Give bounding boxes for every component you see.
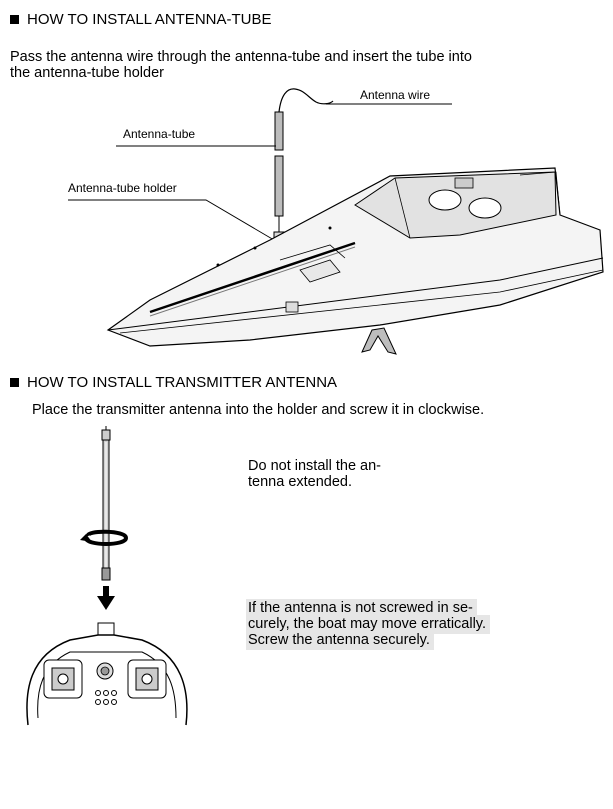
bullet-square-icon (10, 15, 19, 24)
down-arrow-icon (97, 586, 115, 610)
label-antenna-wire: Antenna wire (360, 88, 431, 102)
note2-line1: If the antenna is not screwed in se- (246, 599, 477, 618)
section2-heading-text: HOW TO INSTALL TRANSMITTER ANTENNA (27, 374, 338, 391)
note1-line1: Do not install the an- (248, 458, 381, 474)
label-antenna-tube-holder: Antenna-tube holder (68, 181, 177, 195)
section2-heading: HOW TO INSTALL TRANSMITTER ANTENNA (10, 374, 337, 391)
section1-line2: the antenna-tube holder (10, 65, 164, 81)
rotation-arrow-icon (80, 529, 129, 546)
section1-heading: HOW TO INSTALL ANTENNA-TUBE (10, 11, 271, 28)
label-antenna-tube: Antenna-tube (123, 127, 196, 141)
bullet-square-icon (10, 378, 19, 387)
note-do-not-extend: Do not install the an- tenna extended. (248, 458, 381, 490)
section1-paragraph: Pass the antenna wire through the antenn… (10, 49, 472, 81)
note2-line3: Screw the antenna securely. (246, 631, 434, 650)
section1-heading-text: HOW TO INSTALL ANTENNA-TUBE (27, 11, 272, 28)
note1-line2: tenna extended. (248, 474, 353, 490)
note2-line2: curely, the boat may move erratically. (246, 615, 490, 634)
note-screw-securely: If the antenna is not screwed in se- cur… (246, 599, 490, 650)
section2-instruction: Place the transmitter antenna into the h… (32, 402, 485, 418)
section1-line1: Pass the antenna wire through the antenn… (10, 49, 472, 65)
